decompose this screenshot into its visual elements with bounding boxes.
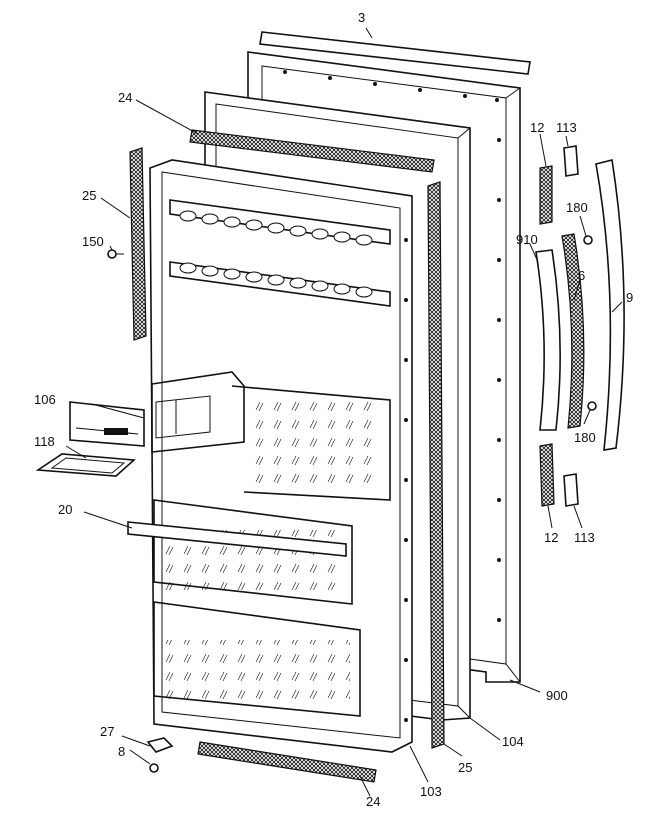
label-180-bottom: 180 [574, 430, 596, 445]
label-180-top: 180 [566, 200, 588, 215]
part-103-inner-door-liner [149, 159, 413, 753]
part-910-handle-grip [535, 249, 561, 431]
egg-shelf-lower [169, 261, 391, 307]
part-12-top-handle-insert [539, 165, 553, 225]
egg-shelf-upper [169, 199, 391, 246]
part-180-top-screw [583, 235, 593, 245]
label-12-top: 12 [530, 120, 544, 135]
part-25-left-gasket-strip [129, 147, 147, 341]
label-106: 106 [34, 392, 56, 407]
label-900: 900 [546, 688, 568, 703]
part-27-hinge-bracket [146, 737, 174, 753]
part-180-bottom-screw [587, 401, 597, 411]
label-24-top: 24 [118, 90, 132, 105]
label-103: 103 [420, 784, 442, 799]
label-27: 27 [100, 724, 114, 739]
part-6-handle-trim [561, 233, 585, 429]
part-113-top-handle-cap [563, 145, 579, 177]
label-9: 9 [626, 290, 633, 305]
part-24-top-breaker-strip [189, 129, 435, 173]
label-25-left: 25 [82, 188, 96, 203]
part-113-bottom-handle-cap [563, 473, 579, 507]
part-118-dairy-tray [35, 453, 136, 477]
part-24-bottom-breaker-strip [197, 741, 377, 783]
liner-screw-holes [404, 238, 408, 722]
part-3-top-cap [259, 31, 531, 75]
part-150-screw [107, 249, 124, 259]
part-106-dairy-door [69, 401, 145, 447]
leader-lines [65, 27, 623, 797]
panel-fastener-dots [283, 70, 501, 622]
label-113-top: 113 [556, 120, 577, 135]
label-113-bottom: 113 [574, 530, 595, 545]
part-8-screw [149, 763, 159, 773]
dairy-compartment [151, 371, 391, 501]
label-8: 8 [118, 744, 125, 759]
part-9-handle-cover [595, 159, 625, 451]
door-bin-lower [153, 601, 361, 717]
part-12-bottom-handle-insert [539, 443, 555, 507]
callout-labels: 3 24 12 113 25 180 150 910 6 9 106 118 1… [34, 10, 633, 809]
label-6: 6 [578, 268, 585, 283]
label-12-bottom: 12 [544, 530, 558, 545]
part-20-shelf-rail [127, 521, 347, 557]
label-3: 3 [358, 10, 365, 25]
label-150: 150 [82, 234, 104, 249]
label-20: 20 [58, 502, 72, 517]
label-104: 104 [502, 734, 524, 749]
label-910: 910 [516, 232, 538, 247]
label-118: 118 [34, 434, 55, 449]
label-24-bottom: 24 [366, 794, 380, 809]
label-25-bottom: 25 [458, 760, 472, 775]
